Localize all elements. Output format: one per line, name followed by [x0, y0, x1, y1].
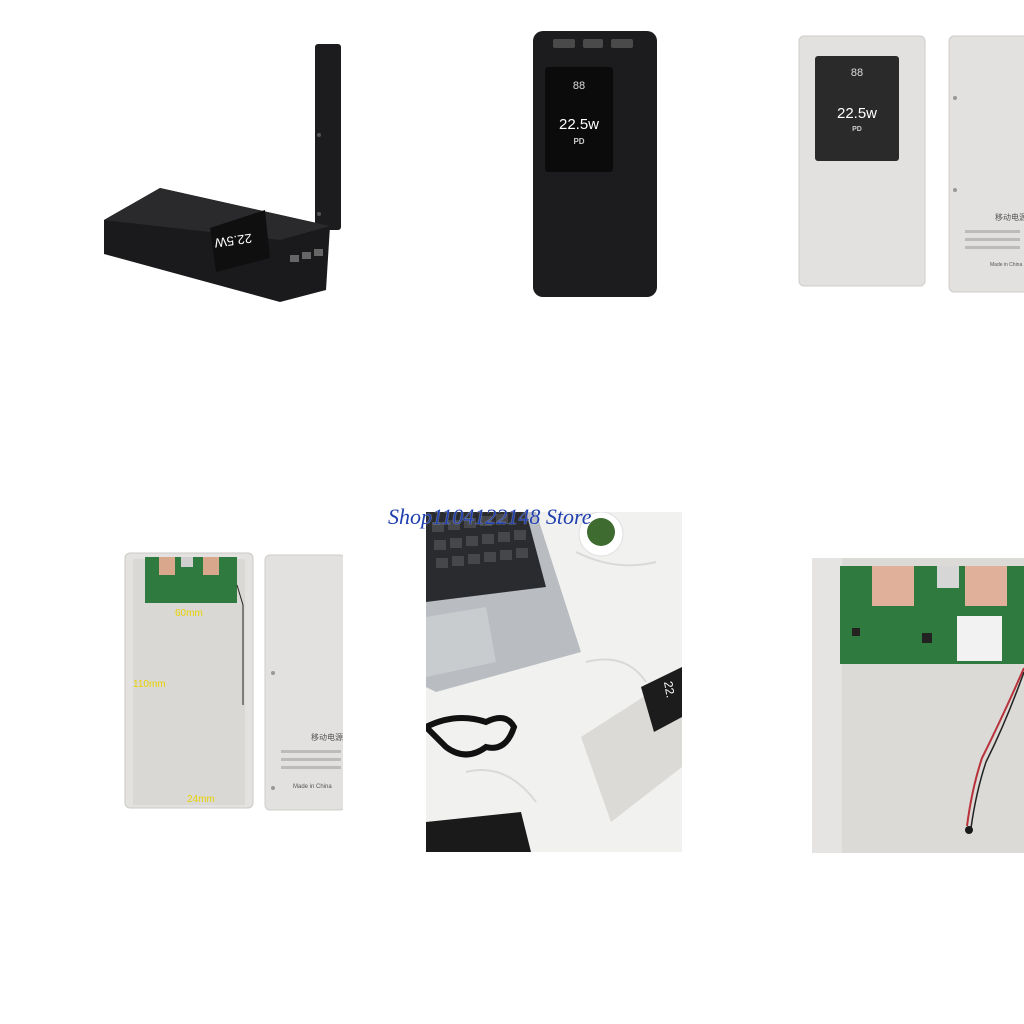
usb-port-icon — [553, 39, 575, 48]
product-image-black-angled[interactable]: 22.5W — [90, 40, 345, 315]
lifestyle-illustration: 22. — [426, 512, 682, 852]
open-shell-illustration: 60mm 110mm 24mm 移动电源 Made in China — [124, 552, 343, 811]
screw-icon — [953, 96, 957, 100]
usb-c-port-icon — [181, 557, 193, 567]
component — [922, 633, 932, 643]
pd-badge: PD — [573, 137, 584, 146]
screw-icon — [317, 212, 321, 216]
thermistor-icon — [965, 826, 973, 834]
display-wattage: 22.5w — [837, 105, 877, 122]
usb-port-icon — [611, 39, 633, 48]
product-image-white-front[interactable]: 88 22.5w PD 移动电源 Made in China — [795, 30, 1024, 320]
angled-wattage: 22.5W — [213, 231, 253, 251]
component — [852, 628, 860, 636]
pd-badge: PD — [852, 126, 862, 133]
usb-port-icon — [302, 252, 311, 259]
dim-side: 110mm — [133, 679, 166, 690]
usb-port-icon — [872, 566, 914, 606]
chip-pad — [957, 616, 1002, 661]
usb-port-icon — [203, 557, 219, 575]
usb-c-port-icon — [583, 39, 603, 48]
rear-footer: Made in China — [990, 262, 1022, 268]
rear-title: 移动电源 — [995, 212, 1024, 222]
white-front-illustration: 88 22.5w PD 移动电源 Made in China — [798, 35, 1024, 293]
white-bank-back — [948, 35, 1024, 293]
display-wattage: 22.5w — [559, 116, 599, 133]
shell-back — [264, 554, 343, 811]
pcb-closeup-illustration — [812, 558, 1024, 853]
product-image-black-front[interactable]: 88 22.5w PD — [525, 25, 665, 315]
usb-port-icon — [159, 557, 175, 575]
glasses-icon — [426, 715, 518, 758]
store-watermark: Shop1104122148 Store — [388, 504, 592, 529]
display-digits: 88 — [573, 80, 585, 92]
screw-icon — [953, 188, 957, 192]
front-display — [545, 67, 613, 172]
lifestyle-wattage: 22. — [661, 680, 678, 699]
product-image-pcb-closeup[interactable] — [812, 558, 1024, 853]
thermistor-wire — [236, 584, 244, 705]
usb-port-icon — [965, 566, 1007, 606]
product-image-open-shell[interactable]: 60mm 110mm 24mm 移动电源 Made in China — [115, 545, 343, 820]
usb-port-icon — [290, 255, 299, 262]
dim-bottom: 24mm — [187, 794, 215, 805]
lifestyle-display — [641, 667, 682, 732]
screw-icon — [271, 671, 275, 675]
phone-icon — [426, 812, 531, 852]
front-display — [815, 56, 899, 161]
dim-top: 60mm — [175, 608, 203, 619]
screw-icon — [271, 786, 275, 790]
screw-icon — [317, 133, 321, 137]
rear-footer: Made in China — [293, 784, 332, 790]
trackpad — [426, 607, 496, 677]
rear-title: 移动电源 — [311, 732, 343, 742]
thermistor-wire — [966, 667, 1024, 827]
usb-port-icon — [314, 249, 323, 256]
black-angled-illustration: 22.5W — [104, 44, 341, 302]
black-front-illustration: 88 22.5w PD — [533, 31, 657, 297]
angled-display — [210, 210, 270, 272]
side-view-bank — [315, 44, 341, 230]
usb-c-port-icon — [937, 566, 959, 588]
display-digits: 88 — [851, 67, 863, 79]
product-image-lifestyle[interactable]: 22. — [426, 512, 682, 852]
